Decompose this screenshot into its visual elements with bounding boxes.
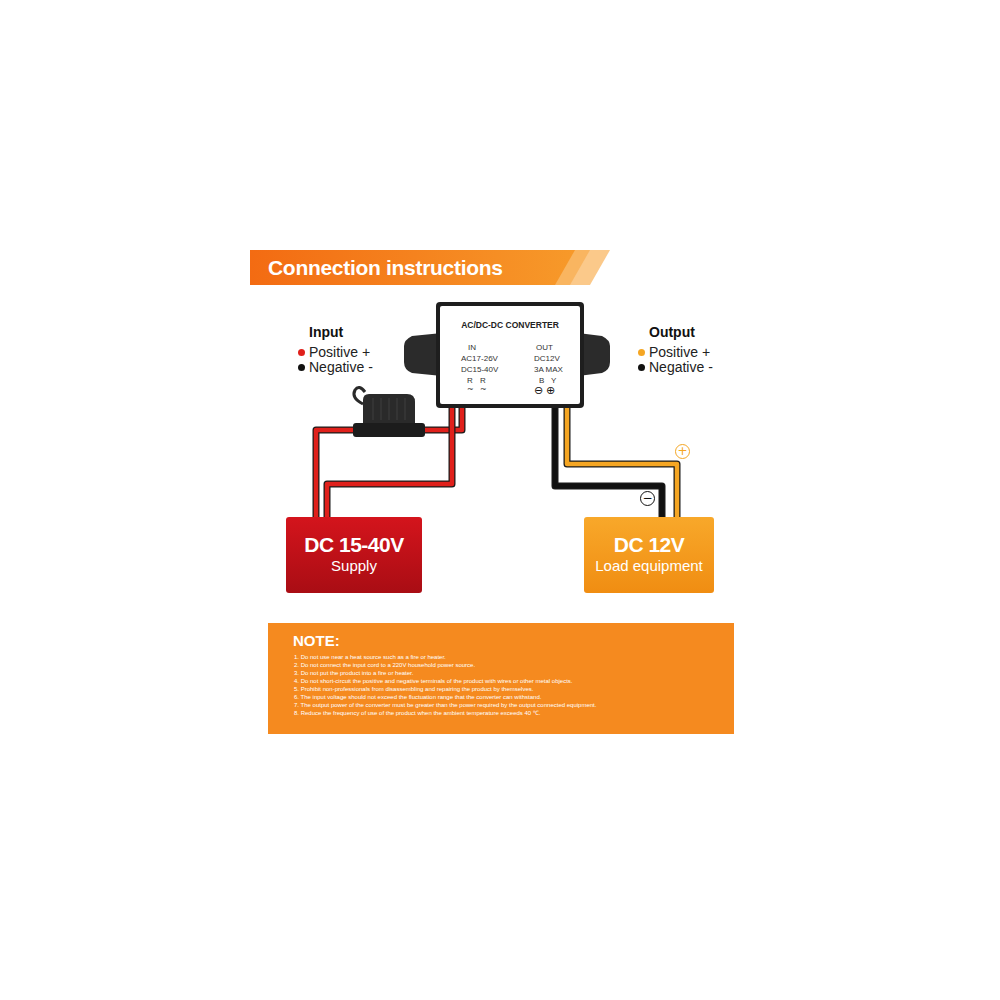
fuse-base xyxy=(353,423,425,437)
title: Connection instructions xyxy=(268,252,503,283)
converter-label: AC17-26V xyxy=(461,354,498,364)
load-box: DC 12VLoad equipment xyxy=(584,517,714,593)
converter-label: ⊖ xyxy=(534,386,543,396)
converter-label: ~ xyxy=(467,385,474,395)
legend-swatch xyxy=(638,364,645,371)
wire-pair xyxy=(555,408,677,517)
fuse-rib xyxy=(404,398,405,420)
title-banner xyxy=(250,250,610,285)
inline-fuse xyxy=(353,387,425,437)
legend-text: Positive + xyxy=(309,345,370,360)
plus-marker: + xyxy=(675,444,690,459)
legend-swatch xyxy=(298,349,305,356)
box-subtext: Load equipment xyxy=(584,557,714,575)
converter-label: OUT xyxy=(536,343,553,353)
legend-swatch xyxy=(638,349,645,356)
note-heading: NOTE: xyxy=(293,632,734,649)
negative-wire xyxy=(327,408,452,517)
note-line: 6. The input voltage should not exceed t… xyxy=(294,693,734,701)
supply-box: DC 15-40VSupply xyxy=(286,517,422,593)
converter-label: Y xyxy=(551,376,556,386)
negative-wire-outline xyxy=(327,408,452,517)
note-line: 3. Do not put the product into a fire or… xyxy=(294,669,734,677)
note-line: 2. Do not connect the input cord to a 22… xyxy=(294,661,734,669)
converter-label: ~ xyxy=(480,385,487,395)
wire-pair xyxy=(316,387,462,517)
note-line: 7. The output power of the converter mus… xyxy=(294,701,734,709)
fuse-rib xyxy=(380,398,381,420)
converter-label: 3A MAX xyxy=(534,365,563,375)
note-line: 8. Reduce the frequency of use of the pr… xyxy=(294,709,734,717)
legend-heading: Input xyxy=(309,324,343,340)
converter-label: IN xyxy=(468,343,476,353)
box-heading: DC 15-40V xyxy=(286,533,422,557)
positive-wire-outline xyxy=(567,408,677,517)
converter-label: B xyxy=(539,376,544,386)
legend-swatch xyxy=(298,364,305,371)
converter-label: R xyxy=(480,376,486,386)
note-line: 4. Do not short-circuit the positive and… xyxy=(294,677,734,685)
fuse-rib xyxy=(388,398,389,420)
converter-housing xyxy=(404,302,610,408)
converter-face: AC/DC-DC CONVERTERINAC17-26VDC15-40VRR~~… xyxy=(440,306,580,404)
minus-marker: − xyxy=(640,491,655,506)
converter-label: ⊕ xyxy=(546,386,555,396)
fuse-cover xyxy=(363,394,415,423)
positive-wire xyxy=(567,408,677,517)
positive-wire-outline xyxy=(316,408,462,517)
fuse-strap xyxy=(354,387,365,404)
note-panel: NOTE: 1. Do not use near a heat source su… xyxy=(268,623,734,734)
converter-label: R xyxy=(467,376,473,386)
converter-label: DC15-40V xyxy=(461,365,498,375)
converter-label: AC/DC-DC CONVERTER xyxy=(448,320,572,330)
note-line: 5. Prohibit non-professionals from disas… xyxy=(294,685,734,693)
legend-text: Negative - xyxy=(649,360,713,375)
fuse-rib xyxy=(396,398,397,420)
note-line: 1. Do not use near a heat source such as… xyxy=(294,653,734,661)
box-subtext: Supply xyxy=(286,557,422,575)
legend-text: Positive + xyxy=(649,345,710,360)
converter-label: DC12V xyxy=(534,354,560,364)
positive-wire xyxy=(316,408,462,517)
fuse-rib xyxy=(372,398,373,420)
legend-text: Negative - xyxy=(309,360,373,375)
box-heading: DC 12V xyxy=(584,533,714,557)
legend-heading: Output xyxy=(649,324,695,340)
